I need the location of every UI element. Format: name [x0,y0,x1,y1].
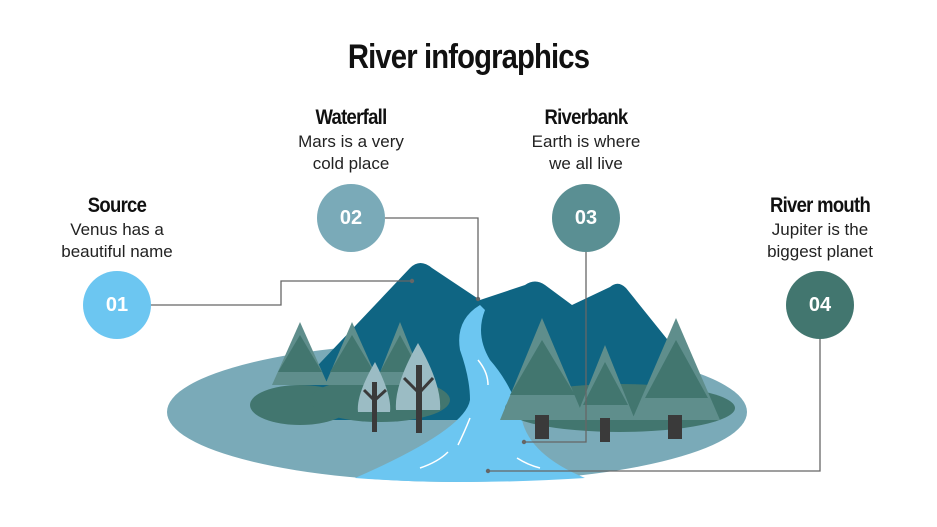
step-03-badge: 03 [552,184,620,252]
step-description: beautiful name [61,242,173,261]
step-number: 03 [574,206,598,229]
step-description: Jupiter is the [771,220,869,239]
step-waterfall-label: Waterfall Mars is a very cold place [251,105,451,175]
step-description: we all live [549,154,623,173]
connector-lines [150,217,821,472]
step-river-mouth-label: River mouth Jupiter is the biggest plane… [720,193,920,263]
step-source-label: Source Venus has a beautiful name [17,193,217,263]
step-title: Riverbank [544,106,628,129]
step-description: cold place [312,154,390,173]
right-trees [500,318,735,442]
step-number: 04 [808,293,832,316]
step-title: Waterfall [315,106,387,129]
step-title: Source [87,194,147,217]
left-trees [250,322,450,433]
river [355,305,585,482]
page-title: River infographics [347,38,590,76]
step-description: Venus has a [70,220,164,239]
step-description: Earth is where [531,132,641,151]
step-02-badge: 02 [317,184,385,252]
step-title: River mouth [769,194,871,217]
step-description: biggest planet [767,242,873,261]
step-number: 01 [105,293,129,316]
step-number: 02 [339,206,363,229]
step-01-badge: 01 [83,271,151,339]
step-04-badge: 04 [786,271,854,339]
step-riverbank-label: Riverbank Earth is where we all live [486,105,686,175]
step-description: Mars is a very [298,132,404,151]
